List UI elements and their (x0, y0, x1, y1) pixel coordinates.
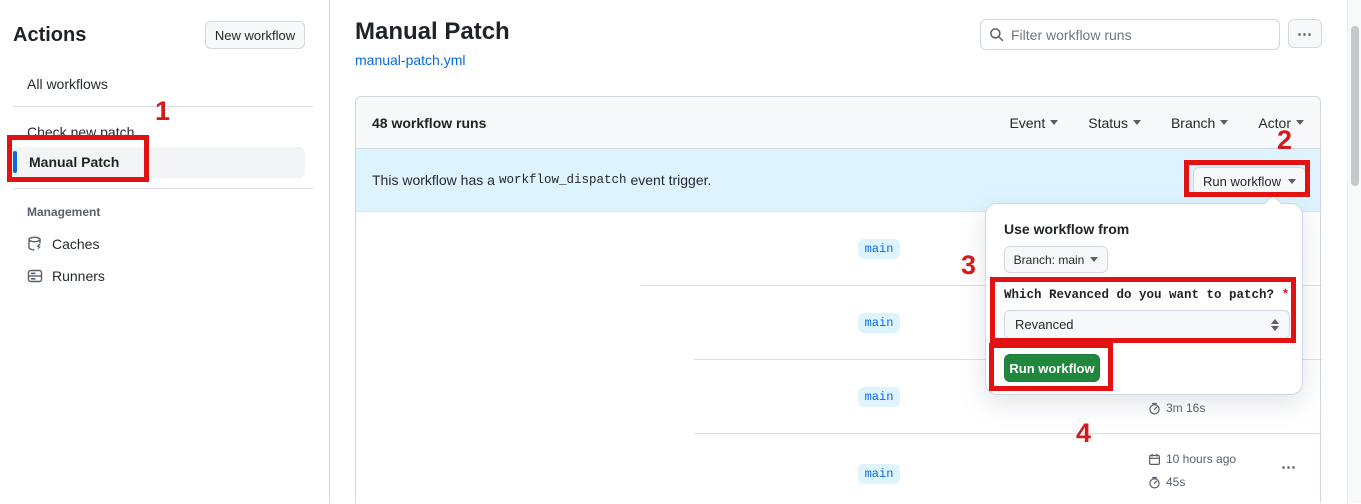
chevron-down-icon (1132, 120, 1141, 125)
sidebar-item-manual-patch[interactable] (12, 147, 305, 178)
workflow-run-row[interactable]: main 10 hours ago 45s ⋯ (356, 434, 1320, 504)
sidebar-item-caches-label: Caches (52, 236, 100, 252)
sidebar-item-all-workflows[interactable]: All workflows (27, 76, 108, 92)
run-workflow-submit-button[interactable]: Run workflow (1004, 354, 1100, 382)
filter-branch[interactable]: Branch (1170, 114, 1229, 131)
sidebar-item-caches[interactable]: Caches (27, 236, 99, 252)
workflow-dispatch-banner: This workflow has a workflow_dispatch ev… (356, 149, 1320, 212)
scrollbar-track[interactable] (1347, 0, 1361, 503)
branch-badge[interactable]: main (858, 239, 900, 259)
search-icon (990, 28, 1004, 42)
filter-status-label: Status (1088, 114, 1128, 131)
scrollbar-thumb[interactable] (1351, 26, 1359, 186)
workflow-input-label-text: Which Revanced do you want to patch? (1004, 288, 1275, 302)
new-workflow-button[interactable]: New workflow (205, 21, 305, 49)
search-input[interactable] (1011, 26, 1271, 43)
workflow-runs-count: 48 workflow runs (372, 114, 487, 131)
sidebar-item-manual-patch-label[interactable]: Manual Patch (29, 154, 120, 170)
sidebar-item-check-new-patch[interactable]: Check new patch (27, 124, 135, 140)
run-workflow-dropdown-label: Run workflow (1202, 173, 1282, 189)
chevron-down-icon (1288, 178, 1297, 184)
chevron-down-icon (1050, 120, 1059, 125)
cache-icon (28, 236, 41, 251)
workflow-run-row[interactable]: main 3m 16s (356, 360, 1322, 434)
required-asterisk: * (1281, 288, 1290, 302)
actions-sidebar: Actions New workflow All workflows Check… (0, 0, 330, 503)
sidebar-divider (13, 188, 313, 189)
banner-text-before: This workflow has a (372, 172, 495, 188)
workflow-run-row[interactable]: main (356, 212, 1322, 286)
branch-badge[interactable]: main (858, 387, 900, 407)
revanced-select[interactable]: Revanced (1004, 310, 1290, 339)
filter-actor-label: Actor (1258, 114, 1291, 131)
run-time: 10 hours ago (1148, 452, 1236, 466)
workflow-file-link[interactable]: manual-patch.yml (355, 52, 466, 68)
sidebar-title: Actions (13, 24, 87, 46)
run-duration-label: 45s (1166, 475, 1186, 489)
run-duration: 45s (1148, 475, 1185, 489)
banner-text-after: event trigger. (630, 172, 712, 188)
calendar-icon (1149, 453, 1160, 465)
run-duration: 3m 16s (1148, 401, 1205, 415)
chevron-down-icon (1220, 120, 1229, 125)
up-down-chevrons-icon (1271, 318, 1279, 331)
run-workflow-dialog: Use workflow from Branch: main Which Rev… (985, 203, 1303, 395)
filter-actor[interactable]: Actor (1258, 115, 1304, 131)
selected-indicator-bar (13, 151, 17, 173)
runs-filters: Event Status Branch Actor (1009, 115, 1304, 131)
branch-badge[interactable]: main (858, 464, 900, 484)
filter-event-label: Event (1009, 114, 1046, 131)
workflow-options-kebab-button[interactable]: ⋯ (1288, 19, 1322, 48)
row-divider (694, 433, 1322, 434)
stopwatch-icon (1149, 476, 1160, 488)
chevron-down-icon (1296, 120, 1304, 125)
run-options-kebab-button[interactable]: ⋯ (1281, 459, 1297, 476)
workflow-input-label: Which Revanced do you want to patch? * (1004, 288, 1289, 302)
run-time-label: 10 hours ago (1166, 452, 1237, 466)
use-workflow-from-label: Use workflow from (1004, 221, 1130, 237)
sidebar-divider (13, 106, 313, 107)
filter-event[interactable]: Event (1009, 114, 1059, 131)
stopwatch-icon (1149, 402, 1160, 414)
filter-branch-label: Branch (1170, 114, 1216, 131)
branch-selector-label: Branch: main (1013, 252, 1085, 267)
run-duration-label: 3m 16s (1166, 401, 1206, 415)
run-workflow-dropdown-button[interactable]: Run workflow (1193, 167, 1306, 195)
branch-badge[interactable]: main (858, 313, 900, 333)
filter-status[interactable]: Status (1088, 115, 1141, 131)
revanced-select-value: Revanced (1015, 317, 1074, 332)
chevron-down-icon (1090, 257, 1099, 262)
branch-selector-button[interactable]: Branch: main (1004, 246, 1108, 273)
sidebar-item-runners[interactable]: Runners (27, 268, 105, 284)
page-title: Manual Patch (355, 18, 510, 45)
server-icon (27, 269, 43, 283)
sidebar-item-runners-label: Runners (52, 268, 105, 284)
runs-table-header: 48 workflow runs Event Status Branch Act… (356, 97, 1320, 149)
filter-runs-search[interactable] (980, 19, 1280, 50)
row-divider (641, 285, 1322, 286)
management-section-label: Management (27, 205, 101, 219)
banner-code: workflow_dispatch (498, 173, 627, 187)
